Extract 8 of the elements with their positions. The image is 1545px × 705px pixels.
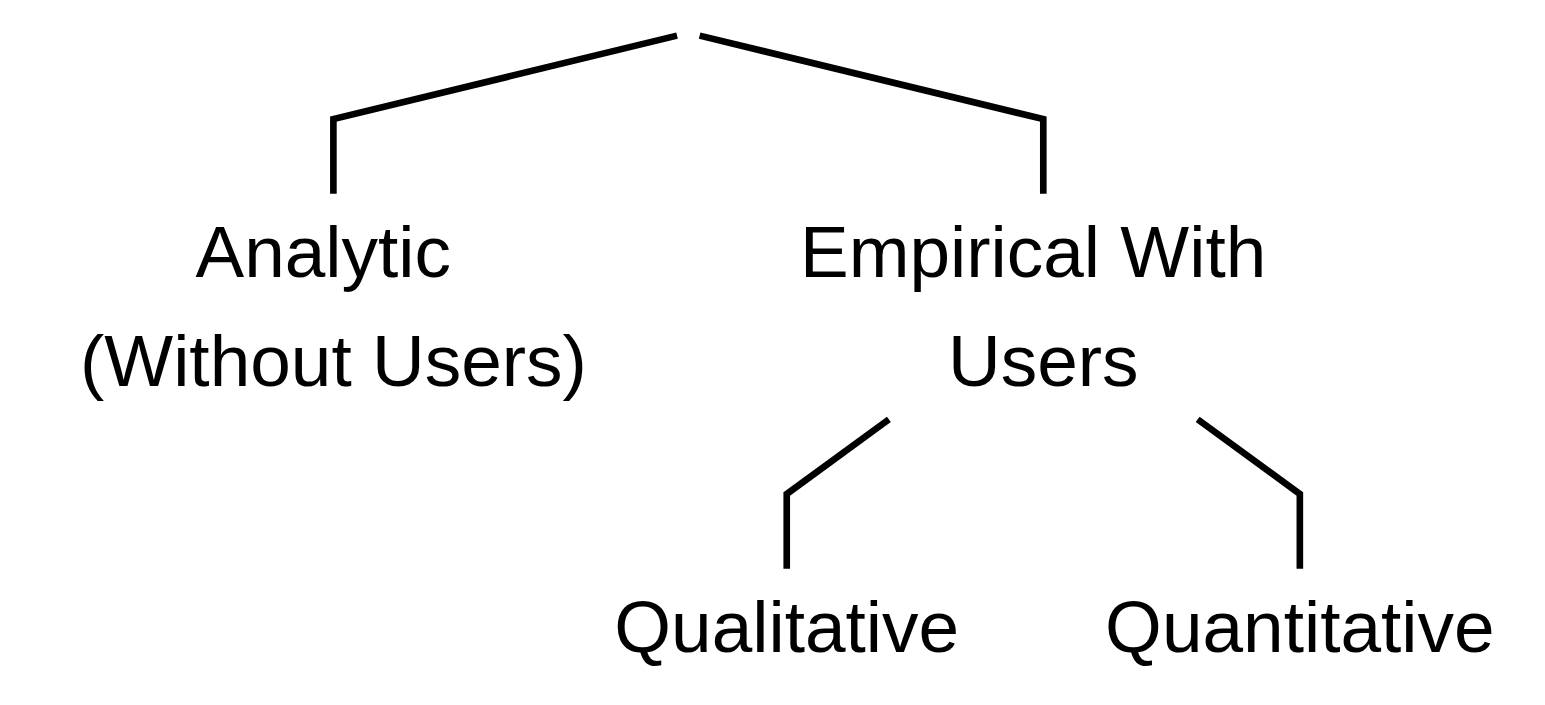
category-label: Quantitative (1104, 584, 1495, 666)
connector-line (329, 31, 678, 194)
category-label: Qualitative (613, 584, 959, 666)
category-label: Empirical With Users (799, 209, 1266, 401)
connector-line (698, 31, 1047, 194)
connector-line (1195, 416, 1303, 569)
connector-line (782, 416, 891, 569)
category-label: Analytic (Without Users) (79, 209, 587, 401)
